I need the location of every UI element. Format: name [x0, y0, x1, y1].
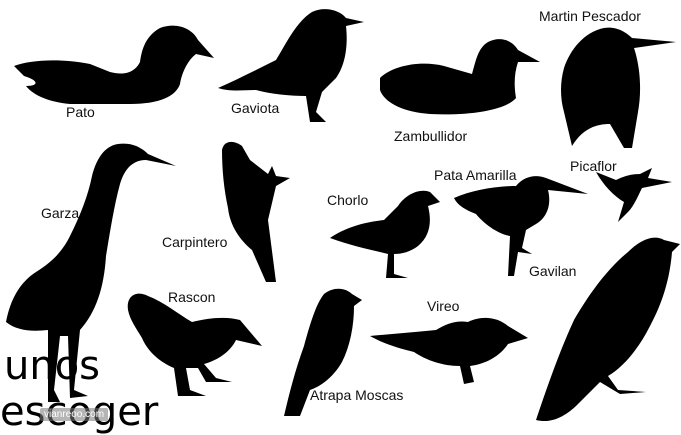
duck-silhouette — [14, 26, 214, 104]
grebe-silhouette — [380, 39, 540, 114]
label-pata-amarilla: Pata Amarilla — [434, 167, 516, 183]
overlay-text-line1: unos — [4, 346, 100, 386]
label-martin-pescador: Martin Pescador — [539, 8, 641, 24]
watermark: vianreoo.com — [40, 408, 108, 421]
label-chorlo: Chorlo — [327, 192, 368, 208]
label-rascon: Rascon — [168, 289, 215, 305]
woodpecker-silhouette — [222, 142, 290, 282]
label-vireo: Vireo — [427, 298, 459, 314]
label-gavilan: Gavilan — [529, 263, 576, 279]
label-garza: Garza — [41, 205, 79, 221]
label-pato: Pato — [66, 104, 95, 120]
hummingbird-silhouette — [596, 168, 672, 222]
label-picaflor: Picaflor — [570, 158, 617, 174]
yellowlegs-silhouette — [454, 176, 588, 276]
label-atrapa-moscas: Atrapa Moscas — [310, 387, 403, 403]
vireo-silhouette — [370, 318, 528, 384]
label-carpintero: Carpintero — [162, 234, 227, 250]
kingfisher-silhouette — [561, 28, 676, 148]
rail-silhouette — [128, 294, 262, 396]
label-zambullidor: Zambullidor — [394, 128, 467, 144]
label-gaviota: Gaviota — [231, 100, 279, 116]
